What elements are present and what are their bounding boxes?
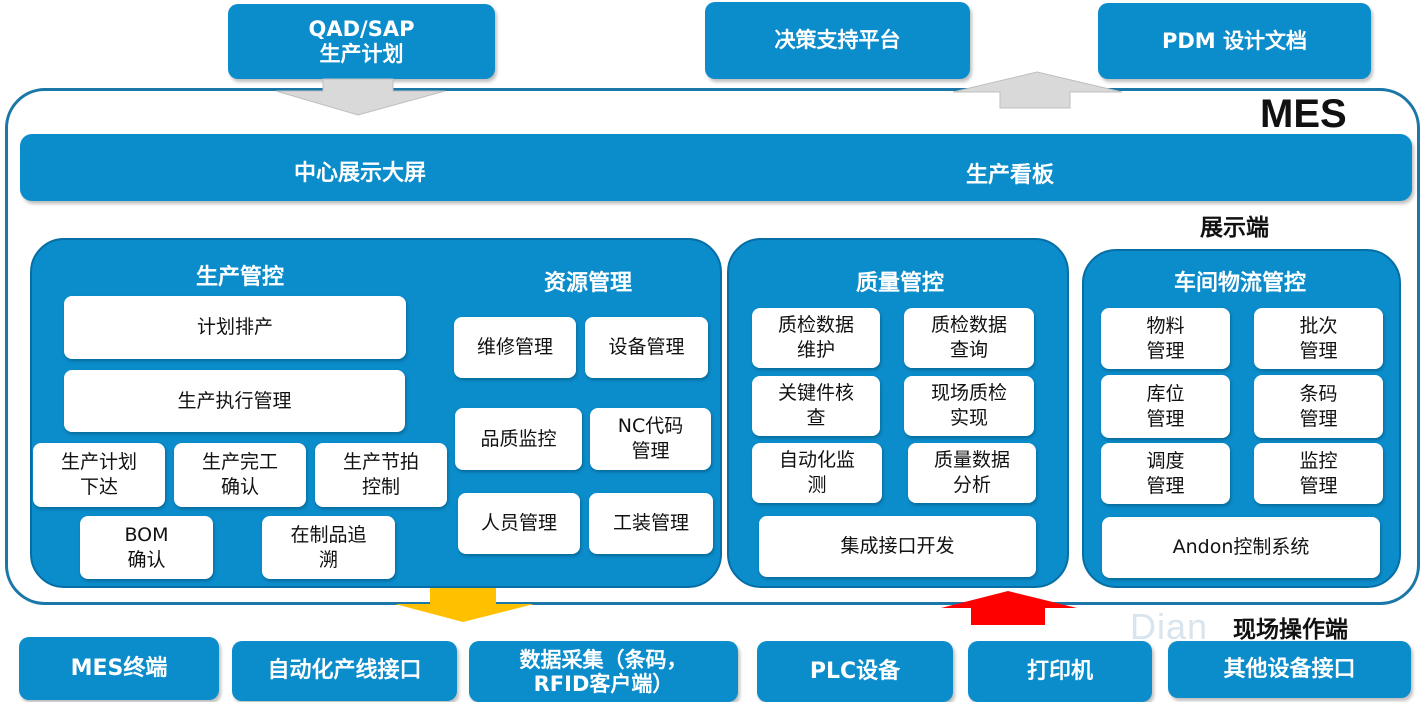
up-arrow-red-icon: [941, 591, 1077, 625]
other-device-interface-box: 其他设备接口: [1168, 641, 1411, 698]
printer-box: 打印机: [968, 641, 1152, 702]
key-part-check-box: 关键件核 查: [752, 376, 880, 436]
data-collection-box: 数据采集（条码， RFID客户端）: [469, 641, 738, 702]
material-box: 物料 管理: [1101, 308, 1230, 369]
center-screen-label: 中心展示大屏: [293, 161, 426, 186]
maintenance-box: 维修管理: [454, 317, 576, 378]
barcode-box: 条码 管理: [1254, 375, 1383, 438]
dispatch-box: 调度 管理: [1101, 443, 1230, 504]
field-operation-label: 现场操作端: [1233, 617, 1348, 643]
mes-terminal-box: MES终端: [19, 637, 219, 700]
down-arrow-yellow-icon: [395, 588, 534, 622]
pdm-box: PDM 设计文档: [1098, 3, 1371, 79]
mes-label: MES: [1260, 92, 1347, 136]
completion-confirm-box: 生产完工 确认: [174, 443, 306, 507]
nc-code-box: NC代码 管理: [590, 408, 711, 470]
andon-box: Andon控制系统: [1102, 517, 1380, 578]
quality-title: 质量管控: [855, 271, 944, 296]
qc-data-query-box: 质检数据 查询: [904, 308, 1034, 368]
production-title: 生产管控: [195, 265, 284, 290]
production-execution-box: 生产执行管理: [64, 370, 405, 432]
quality-monitor-box: 品质监控: [455, 408, 582, 470]
up-arrow-gray-icon: [952, 71, 1123, 109]
logistics-title: 车间物流管控: [1173, 271, 1306, 296]
qad-sap-box: QAD/SAP 生产计划: [228, 4, 495, 79]
batch-box: 批次 管理: [1254, 308, 1383, 369]
auto-monitor-box: 自动化监 测: [752, 443, 882, 503]
monitor-box: 监控 管理: [1254, 443, 1383, 504]
bom-confirm-box: BOM 确认: [80, 516, 213, 579]
plc-device-box: PLC设备: [757, 641, 953, 702]
location-box: 库位 管理: [1101, 375, 1230, 438]
watermark-text: Dian: [1130, 606, 1209, 647]
quality-analysis-box: 质量数据 分析: [908, 443, 1036, 503]
onsite-qc-box: 现场质检 实现: [904, 376, 1034, 436]
wip-trace-box: 在制品追 溯: [262, 516, 395, 579]
resource-title: 资源管理: [543, 271, 632, 296]
display-end-label: 展示端: [1200, 215, 1269, 241]
display-bar: [20, 134, 1412, 201]
integration-interface-box: 集成接口开发: [759, 516, 1036, 577]
qc-data-maintain-box: 质检数据 维护: [752, 308, 880, 368]
equipment-box: 设备管理: [585, 317, 708, 378]
personnel-box: 人员管理: [458, 493, 580, 554]
decision-support-box: 决策支持平台: [705, 2, 970, 79]
kanban-label: 生产看板: [965, 163, 1054, 188]
plan-release-box: 生产计划 下达: [33, 443, 165, 507]
plan-scheduling-box: 计划排产: [64, 296, 406, 359]
takt-control-box: 生产节拍 控制: [315, 443, 447, 507]
down-arrow-gray-icon: [275, 78, 446, 116]
auto-line-interface-box: 自动化产线接口: [232, 641, 457, 701]
tooling-box: 工装管理: [589, 493, 713, 554]
